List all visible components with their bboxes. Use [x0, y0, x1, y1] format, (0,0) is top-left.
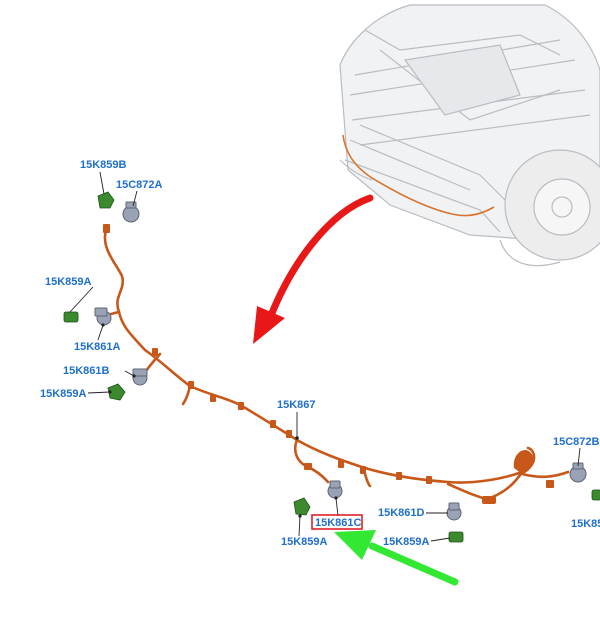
- red-arrow: [253, 194, 374, 344]
- label-15k861c: 15K861C: [315, 517, 362, 529]
- harness-clips: [103, 224, 554, 504]
- sensor-15k861d: [446, 502, 462, 521]
- label-15k85-cropped: 15K85: [571, 518, 600, 530]
- highlight-box: [311, 514, 363, 530]
- label-15k861b: 15K861B: [63, 365, 110, 377]
- label-15k859a-bottom: 15K859A: [281, 536, 328, 548]
- green-arrow: [334, 530, 459, 586]
- leader-dots: [101, 323, 338, 518]
- label-15k861d: 15K861D: [378, 507, 425, 519]
- connector-15k859a-2: [107, 383, 126, 401]
- connector-15k859a-3: [293, 497, 311, 516]
- parking-sensors: [94, 201, 587, 521]
- label-15k861a: 15K861A: [74, 341, 121, 353]
- wiring-harness: [98, 228, 570, 502]
- label-15k859a-left: 15K859A: [45, 276, 92, 288]
- sensor-15c872a: [122, 201, 140, 223]
- vehicle-harness-sketch: [342, 134, 495, 217]
- connector-15k859b: [97, 191, 115, 209]
- label-15k867: 15K867: [277, 399, 316, 411]
- connector-15k859a-1: [63, 311, 79, 323]
- sensor-15k861a: [94, 307, 112, 326]
- connector-right-edge: [591, 489, 600, 501]
- label-15c872b: 15C872B: [553, 436, 600, 448]
- leader-lines: [69, 171, 581, 542]
- label-15k859b: 15K859B: [80, 159, 127, 171]
- label-15k859a-bottom-right: 15K859A: [383, 536, 430, 548]
- sensor-15k861c: [327, 480, 343, 499]
- label-15k859a-middle-left: 15K859A: [40, 388, 87, 400]
- sensor-15k861b: [132, 368, 148, 386]
- label-15c872a: 15C872A: [116, 179, 163, 191]
- vehicle-front-illustration: [339, 4, 600, 267]
- connector-15k859a-4: [448, 531, 464, 543]
- green-connectors: [63, 191, 600, 543]
